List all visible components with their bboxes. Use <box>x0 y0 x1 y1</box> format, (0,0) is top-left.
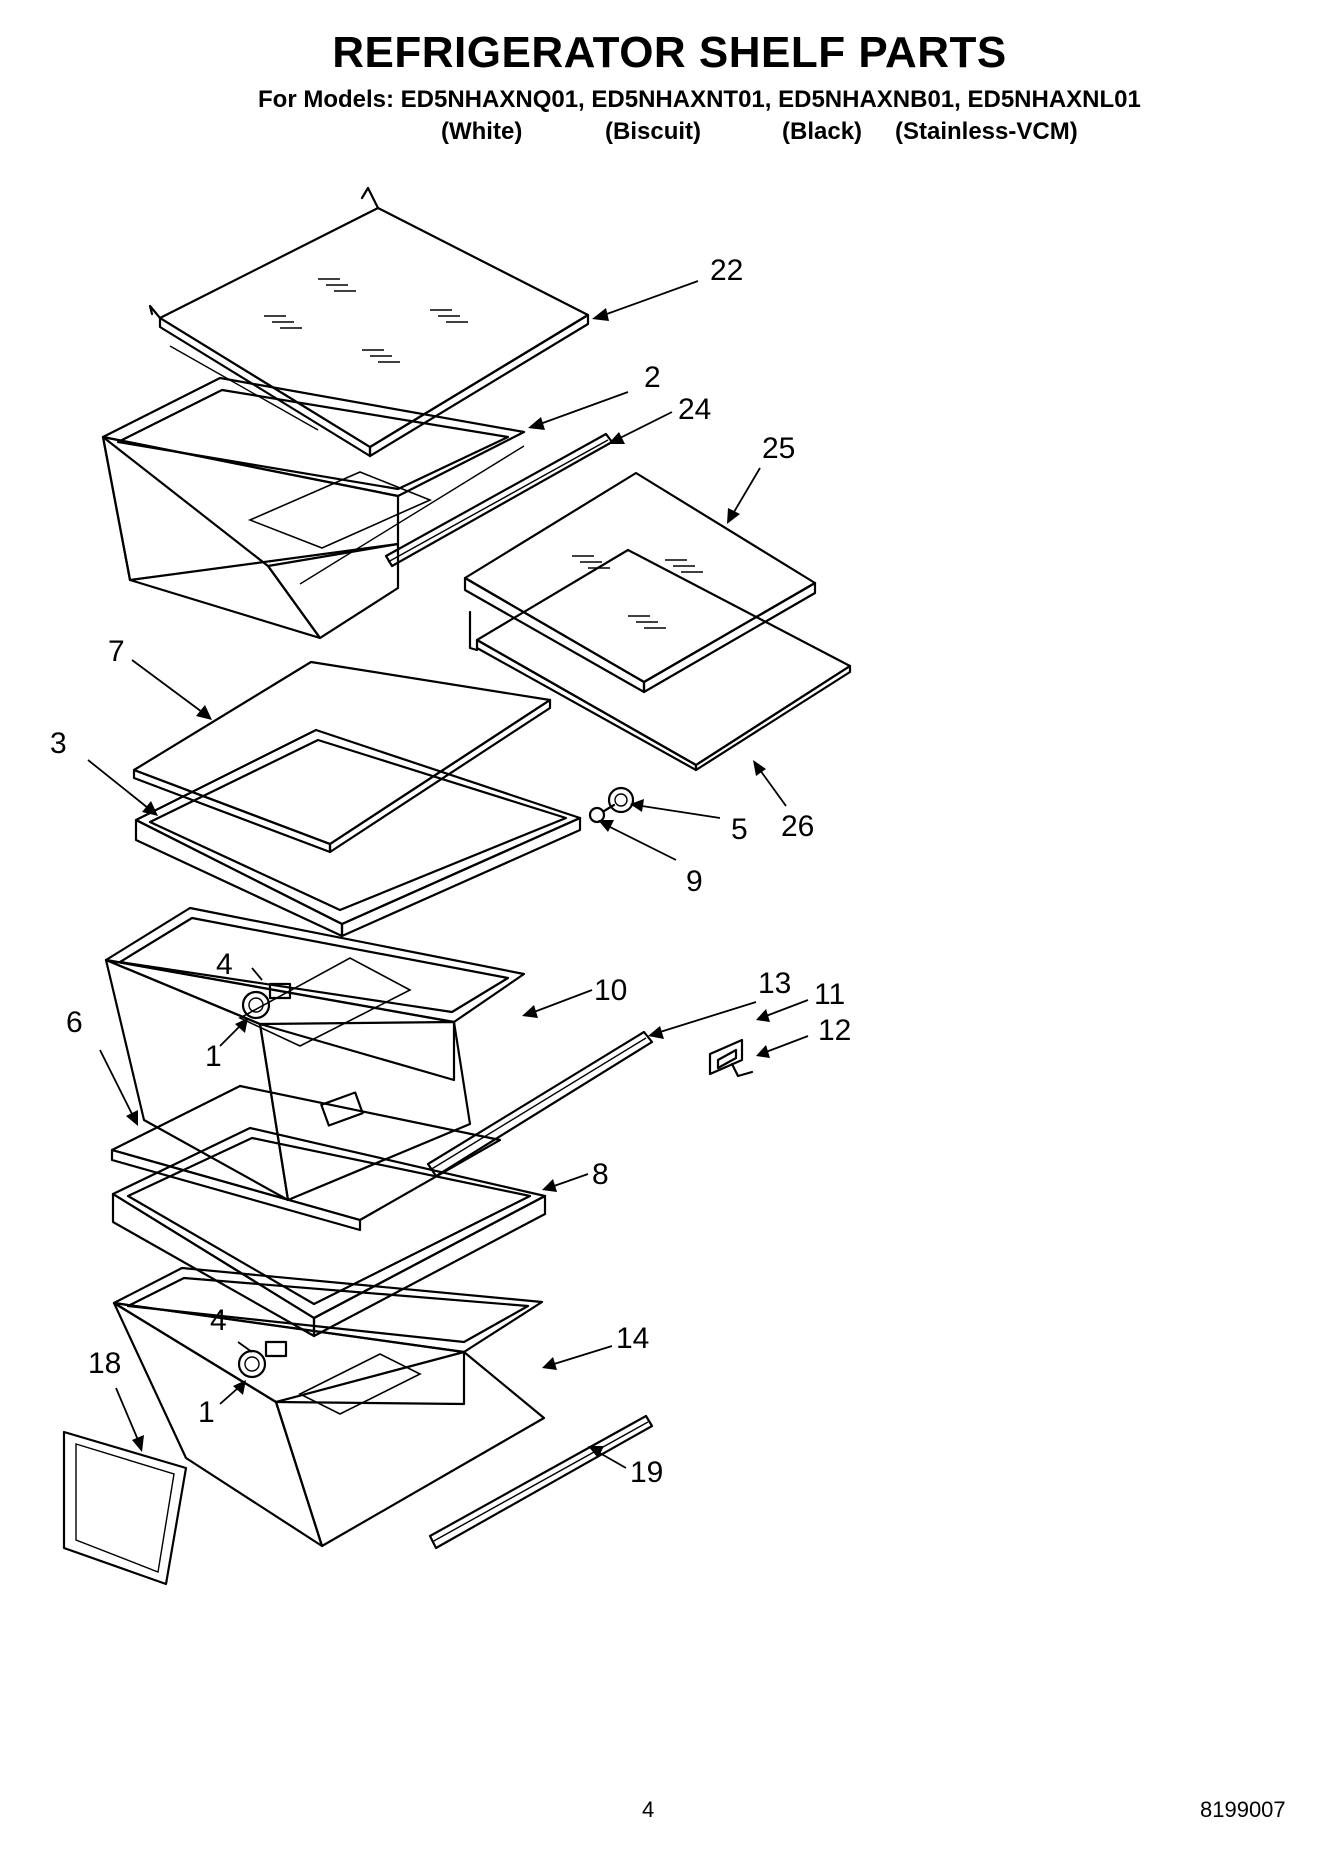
callout-24: 24 <box>678 393 712 426</box>
callout-13: 13 <box>758 967 792 1000</box>
drawer-knob-upper <box>241 982 292 1020</box>
glass-shelf-22 <box>148 186 590 458</box>
callout-1-upper: 1 <box>205 1040 222 1073</box>
trim-clips-11-12 <box>708 1038 754 1078</box>
drawer-badge-18 <box>62 1430 188 1586</box>
color-label-black: (Black) <box>782 118 863 145</box>
crisper-cover-glass-7 <box>132 660 552 854</box>
page-number: 4 <box>642 1797 655 1822</box>
callout-18: 18 <box>88 1347 122 1380</box>
callout-26: 26 <box>781 810 815 843</box>
color-label-stainless: (Stainless-VCM) <box>895 118 1078 145</box>
crisper-cover-frame-3 <box>134 728 582 938</box>
color-label-white: (White) <box>441 118 523 145</box>
callout-11: 11 <box>814 978 846 1011</box>
callout-3: 3 <box>50 727 67 760</box>
callout-19: 19 <box>630 1456 664 1489</box>
callout-8: 8 <box>592 1158 609 1191</box>
drawer-trim-24 <box>384 432 614 568</box>
callout-14: 14 <box>616 1322 650 1355</box>
model-numbers: For Models: ED5NHAXNQ01, ED5NHAXNT01, ED… <box>258 86 1141 113</box>
callout-7: 7 <box>108 635 125 668</box>
crisper-cover-glass-6 <box>110 1084 502 1232</box>
drawer-trim-19 <box>428 1414 654 1550</box>
callout-1-lower: 1 <box>198 1396 215 1429</box>
crisper-drawer-14 <box>112 1266 546 1548</box>
callout-9: 9 <box>686 865 703 898</box>
leader-arrows <box>87 280 809 1469</box>
glass-shelf-25 <box>463 471 817 694</box>
shelf-frame-26 <box>468 548 852 772</box>
callout-2: 2 <box>644 361 661 394</box>
color-label-biscuit: (Biscuit) <box>605 118 701 145</box>
crisper-drawer-2 <box>101 376 526 640</box>
callout-4-lower: 4 <box>210 1304 227 1337</box>
crisper-cover-frame-8 <box>111 1126 547 1338</box>
callout-10: 10 <box>594 974 628 1007</box>
callout-25: 25 <box>762 432 796 465</box>
page-title: REFRIGERATOR SHELF PARTS <box>332 28 1007 77</box>
callout-4-upper: 4 <box>216 948 233 981</box>
callout-22: 22 <box>710 254 744 287</box>
callout-12: 12 <box>818 1014 852 1047</box>
crisper-drawer-10 <box>104 906 526 1202</box>
document-number: 8199007 <box>1200 1797 1286 1822</box>
crisper-trim-13 <box>426 1030 654 1178</box>
callout-6: 6 <box>66 1006 83 1039</box>
callout-5: 5 <box>731 813 748 846</box>
shelf-hardware-5-9 <box>588 786 635 824</box>
